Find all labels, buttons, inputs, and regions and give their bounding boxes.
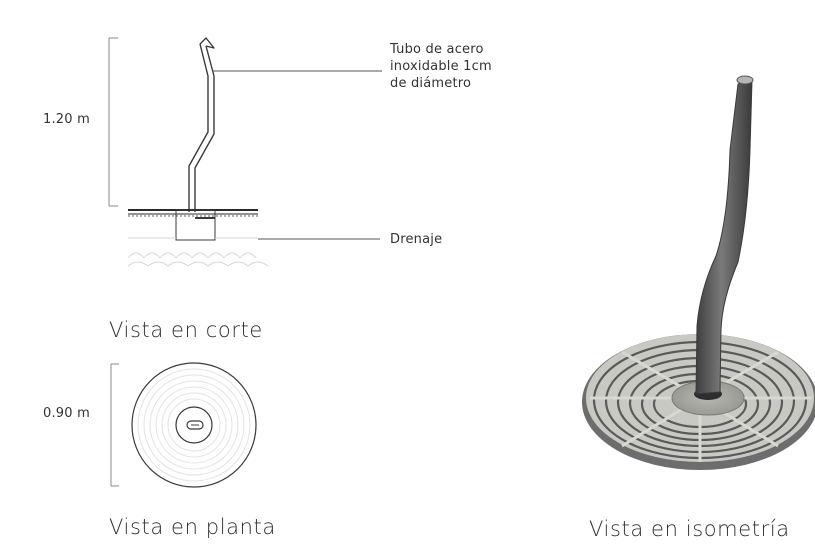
- drain-box: [175, 209, 216, 241]
- pipe-note-line-2: inoxidable 1cm: [390, 59, 492, 74]
- pipe-note-line-1: Tubo de acero: [390, 42, 484, 57]
- section-ground-line: [128, 209, 258, 217]
- height-dimension-label: 1.20 m: [43, 112, 90, 127]
- plan-view-title: Vista en planta: [109, 515, 276, 539]
- diameter-dimension-label: 0.90 m: [43, 406, 90, 421]
- plan-outer-ring: [131, 362, 257, 488]
- iso-pipe-top: [736, 75, 754, 85]
- iso-pipe: [695, 79, 753, 395]
- diameter-dimension-line: [110, 363, 119, 487]
- soil-hatch: [127, 237, 269, 267]
- plan-grate-rings: [137, 368, 251, 482]
- height-dimension-line: [108, 37, 118, 207]
- drain-note: Drenaje: [390, 232, 443, 247]
- isometric-view-drawing: [582, 75, 815, 470]
- section-view-drawing: [108, 37, 382, 267]
- section-pipe: [188, 37, 215, 212]
- plan-view-drawing: [110, 362, 257, 488]
- section-view-title: Vista en corte: [109, 318, 263, 342]
- pipe-note-line-3: de diámetro: [390, 76, 472, 91]
- isometric-view-title: Vista en isometría: [589, 517, 790, 541]
- plan-inner-ring: [175, 406, 213, 444]
- pipe-note: Tubo de acero inoxidable 1cm de diámetro: [390, 41, 492, 92]
